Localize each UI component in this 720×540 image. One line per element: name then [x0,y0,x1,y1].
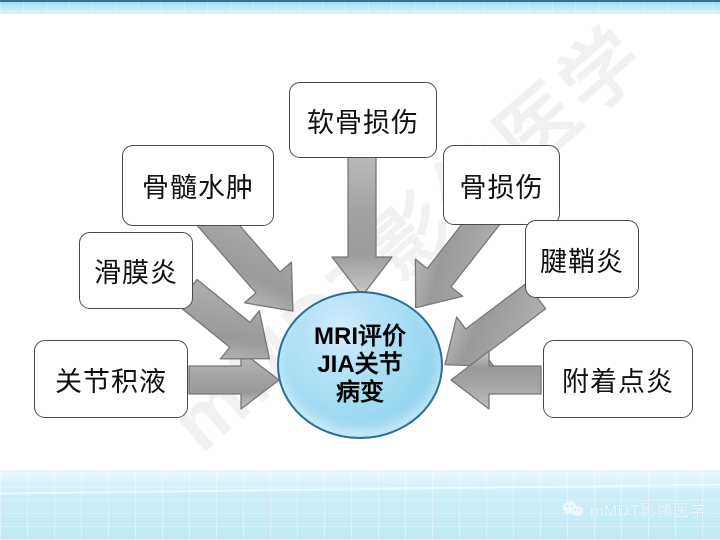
node-bone-marrow-edema[interactable]: 骨髓水肿 [122,145,274,226]
brand-name: mMDT影像医学 [590,503,706,520]
bottom-decorative-band [0,470,720,540]
node-label: 滑膜炎 [94,258,178,288]
arrow-layer [176,155,547,410]
node-label: 腱鞘炎 [540,246,624,277]
node-tenosynovitis[interactable]: 腱鞘炎 [525,220,639,298]
node-bone-damage[interactable]: 骨损伤 [443,145,560,225]
diagram-canvas: mMDT影像医学 [0,9,720,470]
node-label: 软骨损伤 [307,107,419,138]
top-decorative-band [0,0,720,16]
center-label-line-3: 病变 [336,379,384,407]
center-label-line-1: MRI评价 [314,322,406,350]
node-cartilage-damage[interactable]: 软骨损伤 [289,82,437,158]
arrow-cartilage-damage [331,155,393,297]
band-streak [0,483,720,495]
node-label: 骨损伤 [459,172,544,203]
node-joint-effusion[interactable]: 关节积液 [34,340,188,418]
arrow-enthesitis [450,350,542,410]
center-node-mri-jia[interactable]: MRI评价 JIA关节 病变 [277,291,443,439]
node-label: 附着点炎 [562,366,674,397]
node-label: 骨髓水肿 [142,173,254,203]
node-enthesitis[interactable]: 附着点炎 [543,340,693,418]
arrow-synovitis [176,278,271,360]
center-label-line-2: JIA关节 [317,350,403,378]
node-synovitis[interactable]: 滑膜炎 [79,232,193,309]
wechat-icon [562,501,584,517]
node-label: 关节积液 [55,366,167,397]
arrow-bone-marrow-edema [192,198,294,312]
brand-footer: mMDT影像医学 [562,497,706,521]
arrow-joint-effusion [188,350,280,410]
